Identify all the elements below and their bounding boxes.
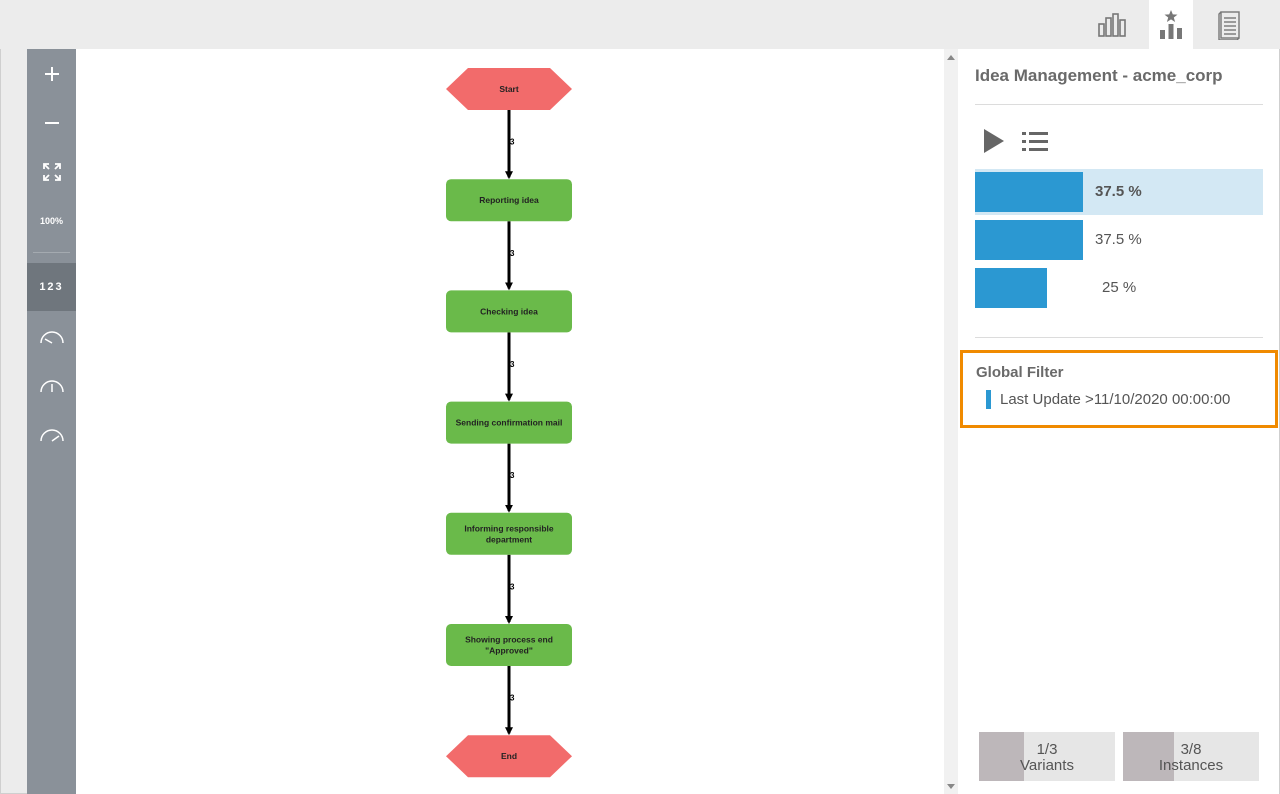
filter-color-mark — [986, 390, 991, 409]
node-label: Checking idea — [480, 306, 538, 316]
variant-percentage: 37.5 % — [1095, 231, 1142, 248]
zoom-out-button[interactable] — [27, 102, 76, 144]
node-label: department — [486, 534, 532, 544]
scroll-down-icon[interactable] — [947, 784, 955, 789]
variant-percentage: 25 % — [1102, 279, 1137, 296]
variant-share-bar — [975, 268, 1047, 308]
variant-share-bar — [975, 220, 1083, 260]
activity-node[interactable] — [446, 624, 572, 666]
list-icon — [1022, 132, 1048, 151]
bar-chart-icon[interactable] — [1090, 0, 1134, 49]
filter-condition[interactable]: Last Update >11/10/2020 00:00:00 — [1000, 391, 1231, 408]
edge-count-label: 3 — [510, 360, 515, 369]
stat-label: Instances — [1158, 757, 1224, 774]
node-label: "Approved" — [485, 646, 533, 656]
global-filter-box: Global Filter Last Update >11/10/2020 00… — [960, 350, 1278, 428]
play-icon — [984, 129, 1004, 153]
node-label: End — [501, 751, 517, 761]
zoom-level-button[interactable]: 100% — [27, 200, 76, 242]
scroll-up-icon[interactable] — [947, 55, 955, 60]
activity-node[interactable] — [446, 179, 572, 222]
speed-slow-button[interactable] — [27, 316, 76, 358]
edge-count-label: 3 — [510, 582, 515, 591]
variant-row[interactable]: 37.5 % — [975, 217, 1263, 263]
stat-ratio-fill — [979, 732, 1024, 781]
node-label: Informing responsible — [464, 523, 554, 533]
activity-node[interactable] — [446, 401, 572, 444]
speed-fast-button[interactable] — [27, 414, 76, 456]
start-node[interactable] — [446, 68, 572, 110]
edge-count-label: 3 — [510, 138, 515, 147]
diagram-toolbar: 100% 123 — [27, 49, 76, 794]
edge-count-label: 3 — [510, 249, 515, 258]
zoom-level: 100% — [39, 216, 64, 226]
gauge-fast-icon — [39, 429, 64, 442]
stat-label: Variants — [1020, 757, 1074, 774]
gauge-slow-icon — [39, 331, 64, 344]
fit-screen-icon — [42, 163, 61, 181]
title-divider — [975, 104, 1263, 105]
stat-value: 1/3 — [1036, 741, 1058, 758]
node-label: Showing process end — [465, 635, 553, 645]
node-label: Sending confirmation mail — [456, 418, 563, 428]
stat-value: 3/8 — [1180, 741, 1202, 758]
variant-share-bar — [975, 172, 1083, 212]
document-icon[interactable] — [1207, 0, 1251, 49]
end-node[interactable] — [446, 735, 572, 778]
global-filter-title: Global Filter — [976, 364, 1064, 381]
node-label: Start — [499, 84, 519, 94]
variants-divider — [975, 337, 1263, 338]
minus-icon — [44, 122, 59, 124]
numbers-label: 123 — [39, 281, 64, 293]
plus-icon — [44, 67, 59, 81]
edge-count-label: 3 — [510, 694, 515, 703]
favorite-chart-icon[interactable] — [1149, 0, 1193, 49]
show-numbers-button[interactable]: 123 — [27, 263, 76, 311]
variant-row[interactable]: 37.5 % — [975, 169, 1263, 215]
variant-row[interactable]: 25 % — [975, 265, 1263, 311]
stat-ratio-fill — [1123, 732, 1174, 781]
speed-medium-button[interactable] — [27, 365, 76, 407]
variant-percentage: 37.5 % — [1095, 183, 1142, 200]
top-bar — [0, 0, 1280, 49]
variant-list-button[interactable] — [1022, 131, 1048, 158]
zoom-in-button[interactable] — [27, 53, 76, 95]
activity-node[interactable] — [446, 512, 572, 555]
gauge-medium-icon — [39, 380, 64, 393]
canvas-scrollbar[interactable] — [944, 49, 958, 794]
edge-count-label: 3 — [510, 471, 515, 480]
panel-title: Idea Management - acme_corp — [975, 66, 1223, 85]
play-button[interactable] — [982, 127, 1006, 160]
toolbar-divider — [33, 252, 70, 253]
fit-to-screen-button[interactable] — [27, 151, 76, 193]
activity-node[interactable] — [446, 290, 572, 333]
node-label: Reporting idea — [479, 195, 539, 205]
